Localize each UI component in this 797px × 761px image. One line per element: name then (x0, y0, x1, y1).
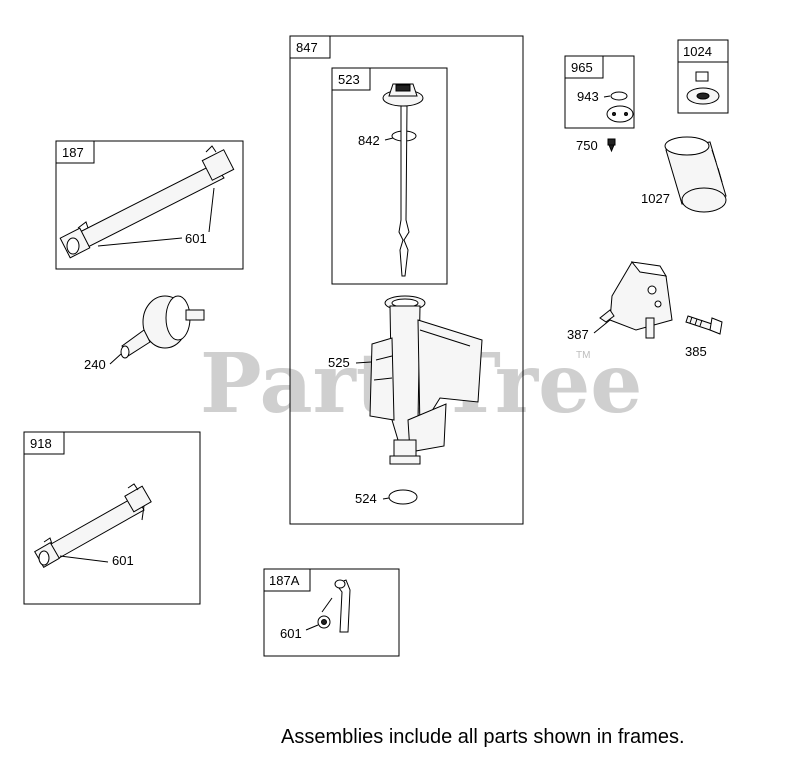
fuel-line-918[interactable] (34, 483, 152, 568)
frame-187a[interactable]: 187A (263, 568, 400, 657)
callout-601-918: 601 (112, 553, 134, 568)
callout-943: 943 (577, 89, 599, 104)
footnote: Assemblies include all parts shown in fr… (281, 726, 685, 748)
frame-187a-label: 187A (269, 573, 300, 588)
bolt-385[interactable] (685, 315, 723, 335)
frame-965-label: 965 (571, 60, 593, 75)
fuel-pump[interactable] (599, 261, 673, 339)
frame-187-label: 187 (62, 145, 84, 160)
oil-filter[interactable] (664, 136, 727, 213)
callout-1027: 1027 (641, 191, 670, 206)
frame-918[interactable]: 918 (23, 431, 201, 605)
dipstick-cap[interactable] (382, 83, 424, 107)
frame-523-label: 523 (338, 72, 360, 87)
dipstick-blade[interactable] (398, 105, 410, 277)
fuel-line-187[interactable] (59, 149, 235, 259)
frame-1024[interactable]: 1024 (677, 39, 729, 114)
callout-601-187: 601 (185, 231, 207, 246)
callout-240: 240 (84, 357, 106, 372)
tube-o-ring[interactable] (388, 489, 418, 505)
callout-601-187a: 601 (280, 626, 302, 641)
frame-918-label: 918 (30, 436, 52, 451)
frame-965[interactable]: 965 (564, 55, 635, 129)
frame-1024-label: 1024 (683, 44, 712, 59)
adapter-1024[interactable] (686, 71, 720, 105)
fuel-filter[interactable] (120, 295, 205, 359)
fuel-hose-187a[interactable] (317, 579, 351, 633)
frame-847[interactable]: 847 (289, 35, 524, 525)
gasket-943[interactable] (610, 91, 628, 101)
callout-524: 524 (355, 491, 377, 506)
watermark-trademark: TM (576, 350, 590, 361)
callout-750: 750 (576, 138, 598, 153)
screw-750[interactable] (607, 138, 616, 153)
callout-525: 525 (328, 355, 350, 370)
callout-842: 842 (358, 133, 380, 148)
callout-385: 385 (685, 344, 707, 359)
callout-387: 387 (567, 327, 589, 342)
hose-clamps-187[interactable] (77, 145, 217, 229)
frame-847-label: 847 (296, 40, 318, 55)
frame-187[interactable]: 187 (55, 140, 244, 270)
frame-523[interactable]: 523 (331, 67, 448, 285)
cover-plate[interactable] (606, 105, 634, 123)
dipstick-tube[interactable] (369, 295, 483, 465)
